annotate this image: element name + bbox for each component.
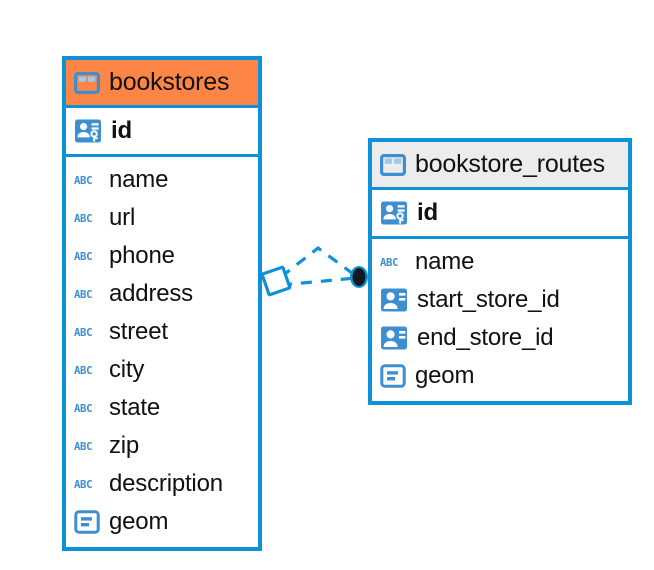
field-row-city[interactable]: ABC city — [66, 351, 258, 389]
primary-key-icon — [380, 200, 408, 226]
field-row-phone[interactable]: ABC phone — [66, 237, 258, 275]
entity-header-bookstore-routes[interactable]: bookstore_routes — [372, 142, 628, 190]
svg-text:ABC: ABC — [74, 288, 92, 301]
field-label: geom — [415, 362, 475, 389]
entity-title: bookstores — [109, 68, 230, 96]
svg-text:ABC: ABC — [74, 326, 92, 339]
svg-text:ABC: ABC — [74, 174, 92, 187]
relationship-edge-lower — [280, 276, 357, 287]
entity-title: bookstore_routes — [415, 150, 605, 178]
abc-icon: ABC — [74, 248, 100, 264]
field-row-id[interactable]: id — [372, 194, 628, 232]
abc-icon: ABC — [74, 438, 100, 454]
field-label: geom — [109, 508, 169, 535]
primary-key-section: id — [372, 190, 628, 239]
field-label: phone — [109, 242, 175, 269]
field-row-geom[interactable]: geom — [66, 503, 258, 541]
entity-bookstore-routes[interactable]: bookstore_routes id — [368, 138, 632, 405]
field-row-address[interactable]: ABC address — [66, 275, 258, 313]
field-row-geom[interactable]: geom — [372, 357, 628, 395]
svg-text:ABC: ABC — [74, 402, 92, 415]
field-label: name — [415, 248, 475, 275]
field-label: state — [109, 394, 161, 421]
field-label: id — [417, 199, 438, 226]
field-section: ABC name start_store_id — [372, 239, 628, 401]
field-label: id — [111, 117, 132, 144]
entity-header-bookstores[interactable]: bookstores — [66, 60, 258, 108]
field-row-id[interactable]: id — [66, 112, 258, 150]
field-label: address — [109, 280, 193, 307]
abc-icon: ABC — [74, 400, 100, 416]
field-label: city — [109, 356, 145, 383]
abc-icon: ABC — [380, 254, 406, 270]
field-row-start-store-id[interactable]: start_store_id — [372, 281, 628, 319]
foreign-key-icon — [380, 287, 408, 313]
field-label: street — [109, 318, 168, 345]
abc-icon: ABC — [74, 210, 100, 226]
field-label: description — [109, 470, 223, 497]
field-label: end_store_id — [417, 324, 554, 351]
svg-text:ABC: ABC — [74, 364, 92, 377]
svg-text:ABC: ABC — [74, 250, 92, 263]
geometry-icon — [380, 364, 406, 388]
field-section: ABC name ABC url ABC — [66, 157, 258, 547]
abc-icon: ABC — [74, 286, 100, 302]
svg-text:ABC: ABC — [74, 478, 92, 491]
primary-key-section: id — [66, 108, 258, 157]
field-label: name — [109, 166, 169, 193]
field-row-state[interactable]: ABC state — [66, 389, 258, 427]
diamond-marker — [260, 265, 292, 297]
abc-icon: ABC — [74, 362, 100, 378]
abc-icon: ABC — [74, 172, 100, 188]
primary-key-icon — [74, 118, 102, 144]
relationship-edge-upper — [280, 245, 357, 279]
field-row-name[interactable]: ABC name — [66, 161, 258, 199]
svg-text:ABC: ABC — [74, 440, 92, 453]
foreign-key-icon — [380, 325, 408, 351]
field-row-end-store-id[interactable]: end_store_id — [372, 319, 628, 357]
abc-icon: ABC — [74, 324, 100, 340]
field-label: zip — [109, 432, 140, 459]
field-row-description[interactable]: ABC description — [66, 465, 258, 503]
geometry-icon — [74, 510, 100, 534]
field-label: url — [109, 204, 136, 231]
svg-text:ABC: ABC — [74, 212, 92, 225]
svg-text:ABC: ABC — [380, 256, 398, 269]
filled-circle-marker — [350, 266, 368, 288]
field-label: start_store_id — [417, 286, 560, 313]
table-icon — [380, 153, 406, 176]
field-row-zip[interactable]: ABC zip — [66, 427, 258, 465]
field-row-url[interactable]: ABC url — [66, 199, 258, 237]
abc-icon: ABC — [74, 476, 100, 492]
entity-bookstores[interactable]: bookstores id — [62, 56, 262, 551]
field-row-street[interactable]: ABC street — [66, 313, 258, 351]
field-row-name[interactable]: ABC name — [372, 243, 628, 281]
table-icon — [74, 71, 100, 94]
